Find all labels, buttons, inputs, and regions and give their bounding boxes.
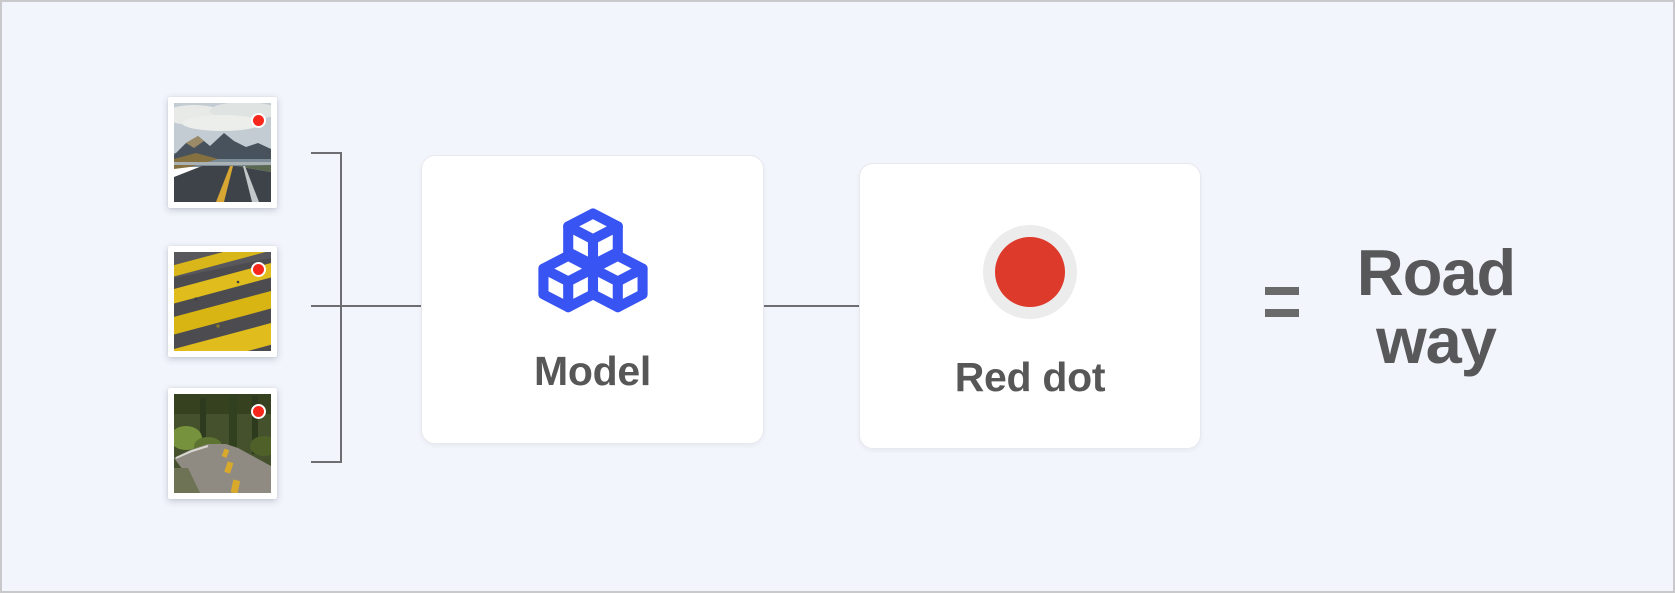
red-circle-icon — [995, 237, 1065, 307]
connector-line-to-model — [311, 305, 421, 307]
result-label: Road way — [1356, 236, 1517, 377]
model-card: Model — [421, 155, 764, 444]
equals-sign — [1265, 287, 1299, 317]
red-dot-marker-icon — [251, 404, 266, 419]
input-photo-card-1 — [168, 97, 277, 208]
connector-line-vertical — [340, 152, 342, 463]
connector-line-bottom — [311, 461, 342, 463]
cubes-icon — [537, 208, 648, 313]
red-dot-marker-icon — [251, 113, 266, 128]
red-dot-marker-icon — [251, 262, 266, 277]
input-photo-card-3 — [168, 388, 277, 499]
model-card-label: Model — [534, 348, 651, 394]
connector-line-model-to-output — [764, 305, 859, 307]
red-circle-ring — [983, 225, 1077, 319]
output-card-label: Red dot — [954, 354, 1106, 400]
input-photo-card-2 — [168, 246, 277, 357]
equals-bar-top — [1265, 287, 1299, 295]
output-card: Red dot — [859, 163, 1201, 449]
connector-line-top — [311, 152, 342, 154]
equals-bar-bottom — [1265, 309, 1299, 317]
